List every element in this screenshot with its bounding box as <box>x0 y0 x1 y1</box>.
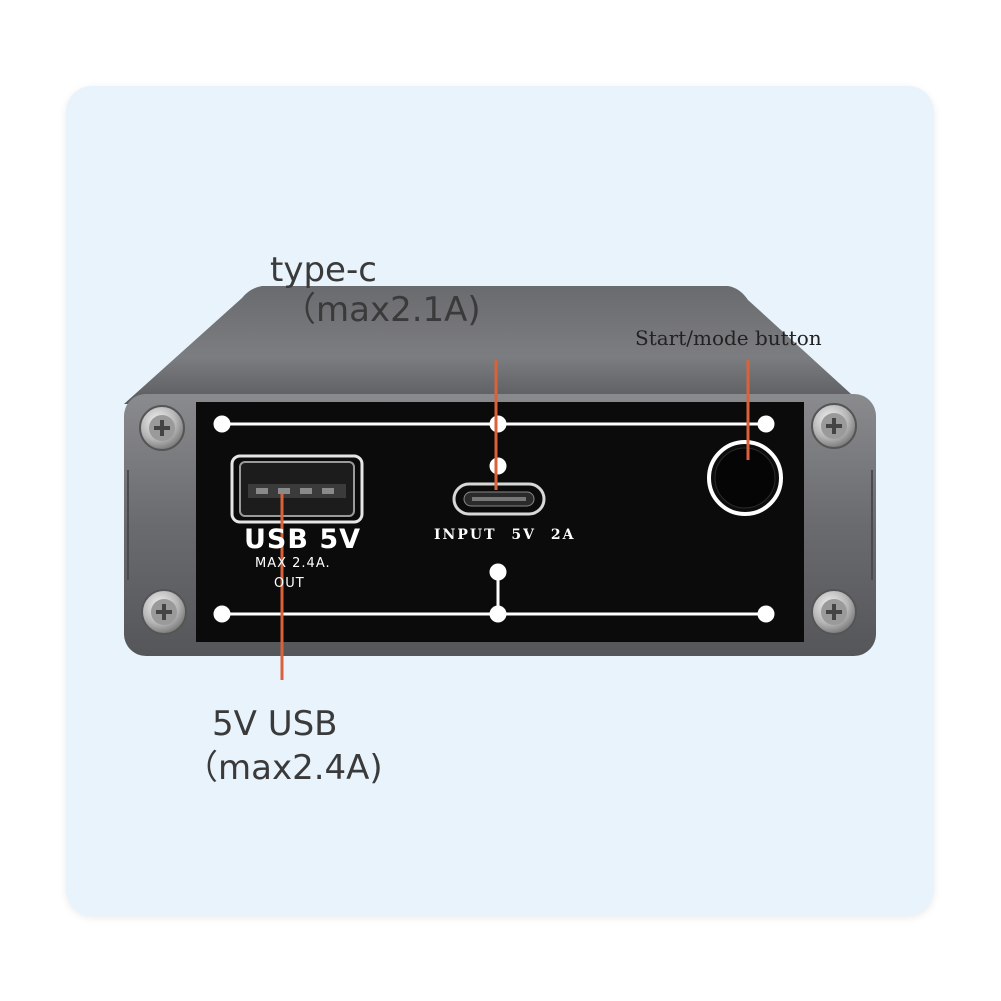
usb-callout-subtitle: （max2.4A) <box>184 748 383 788</box>
start-button-callout: Start/mode button <box>635 326 822 350</box>
screw-icon <box>139 405 185 451</box>
screw-icon <box>811 403 857 449</box>
callout-lines <box>280 360 750 680</box>
usb-max-label: MAX 2.4A. <box>255 556 331 571</box>
type-c-port-icon <box>452 482 546 516</box>
screw-icon <box>811 589 857 635</box>
usb-a-port-icon <box>230 454 364 524</box>
input-panel-label: INPUT 5V 2A <box>434 527 576 543</box>
start-mode-button <box>707 440 783 516</box>
type-c-callout-title: type-c <box>270 250 377 290</box>
usb-callout-title: 5V USB <box>212 704 338 744</box>
usb-out-label: OUT <box>274 576 305 591</box>
screw-icon <box>141 589 187 635</box>
type-c-callout-subtitle: （max2.1A) <box>282 290 481 330</box>
device-top-housing <box>124 286 862 404</box>
usb-panel-label: USB 5V <box>244 524 362 555</box>
panel-guide-lines <box>213 415 775 623</box>
